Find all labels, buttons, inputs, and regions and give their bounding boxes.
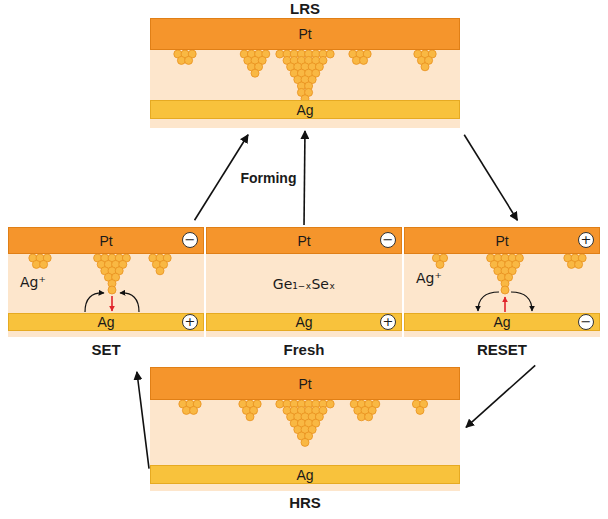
silver-cluster [190,406,198,414]
electrode-label: Pt [298,376,311,392]
state-label: HRS [150,494,460,512]
state-label: Fresh [206,341,402,359]
silver-cluster [357,413,365,421]
silver-cluster [365,413,373,421]
growth-arrow [111,296,113,311]
state-label: LRS [150,0,460,18]
top-electrode: Pt [404,227,600,254]
bottom-electrode: Ag [206,313,402,331]
transition-arrow [303,131,306,225]
bottom-electrode: Ag [404,313,600,331]
transition-arrow [464,135,517,220]
electrolyte-layer [404,254,600,337]
ion-label: Ag⁺ [20,273,80,291]
state-label: SET [8,341,204,359]
silver-cluster [185,56,193,64]
silver-cluster [182,406,190,414]
electrode-label: Ag [493,314,510,330]
transition-arrow [466,365,535,427]
silver-cluster [156,267,164,275]
device-panel: HRS PtAg [150,367,460,513]
top-electrode: Pt [150,18,460,50]
polarity-sign: + [182,314,198,330]
electrode-label: Ag [97,314,114,330]
ion-label: Ag⁺ [416,269,476,287]
polarity-sign: + [380,314,396,330]
bottom-electrode: Ag [150,100,460,119]
silver-cluster [436,260,444,268]
top-electrode: Pt [8,227,204,254]
ion-arrow [511,292,532,311]
bottom-electrode: Ag [150,465,460,484]
silver-cluster [177,56,185,64]
silver-cluster [301,438,309,446]
electrode-label: Pt [99,233,112,249]
electrode-label: Ag [296,102,313,118]
ion-arrow [85,293,104,312]
silver-cluster [352,56,360,64]
state-label: RESET [404,341,600,359]
device-panel: SET Ag⁺ PtAg [8,227,204,360]
electrode-label: Pt [495,233,508,249]
silver-cluster [276,400,284,408]
silver-cluster [326,400,334,408]
silver-cluster [501,286,509,294]
silver-cluster [251,69,259,77]
silver-cluster [108,286,116,294]
dissolution-arrow [504,297,506,312]
electrolyte-layers [8,50,600,491]
silver-cluster [575,260,583,268]
layer-label: Ge₁₋ₓSeₓ [206,275,402,293]
device-panel: RESET Ag⁺ PtAg [404,227,600,360]
silver-cluster [326,50,334,58]
silver-cluster [360,56,368,64]
ion-arrow [120,293,139,312]
electrolyte-layer [150,50,460,128]
silver-cluster [40,260,48,268]
silver-cluster [416,406,424,414]
top-electrode: Pt [150,367,460,400]
electrode-label: Pt [298,26,311,42]
device-panel: Fresh Ge₁₋ₓSeₓ PtAg [206,227,402,360]
polarity-sign: − [380,232,396,248]
silver-cluster [246,413,254,421]
device-panel: LRS PtAg [150,0,460,128]
ion-motion-arrows [85,292,532,312]
electrolyte-layer [206,254,402,337]
electrode-label: Ag [296,467,313,483]
electrode-label: Ag [295,314,312,330]
polarity-sign: − [578,314,594,330]
silver-filaments [29,50,586,446]
edge-label: Forming [238,169,298,187]
polarity-sign: − [182,232,198,248]
electrolyte-layer [150,400,460,491]
connectors [137,131,535,469]
silver-cluster [276,50,284,58]
bottom-electrode: Ag [8,313,204,331]
transition-arrow [137,372,149,469]
silver-cluster [421,63,429,71]
polarity-sign: + [578,232,594,248]
electrode-label: Pt [297,233,310,249]
electrolyte-layer [8,254,204,337]
top-electrode: Pt [206,227,402,254]
ion-arrow [478,292,499,311]
